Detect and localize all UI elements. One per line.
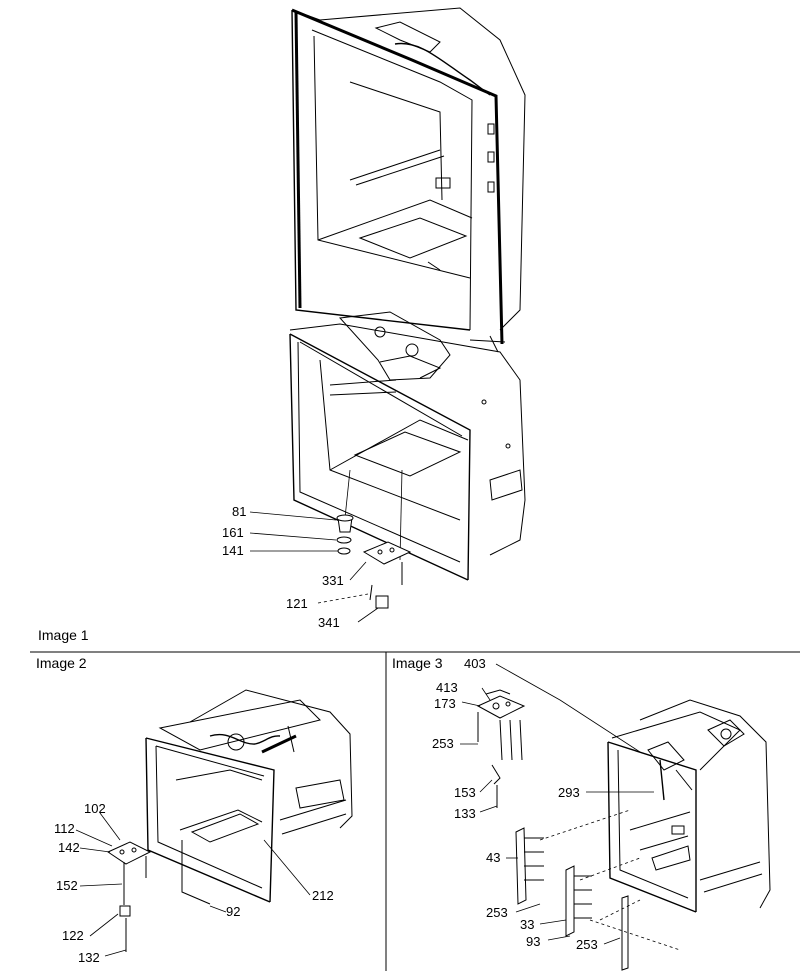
image2-drawing [75, 689, 353, 957]
part-label-132: 132 [78, 950, 100, 965]
part-label-122: 122 [62, 928, 84, 943]
part-label-413: 413 [436, 680, 458, 695]
part-label-33: 33 [520, 917, 534, 932]
part-label-153: 153 [454, 785, 476, 800]
part-label-81: 81 [232, 504, 246, 519]
part-label-92: 92 [226, 904, 240, 919]
image3-drawing [460, 663, 771, 971]
part-label-152: 152 [56, 878, 78, 893]
part-label-161: 161 [222, 525, 244, 540]
part-label-142: 142 [58, 840, 80, 855]
part-label-212: 212 [312, 888, 334, 903]
image1-drawing [249, 7, 526, 623]
part-label-173: 173 [434, 696, 456, 711]
part-label-141: 141 [222, 543, 244, 558]
caption-image-2: Image 2 [36, 655, 87, 671]
part-label-253-mid: 253 [486, 905, 508, 920]
part-label-121: 121 [286, 596, 308, 611]
part-label-112: 112 [54, 821, 75, 836]
panel-dividers [30, 651, 800, 971]
part-label-293: 293 [558, 785, 580, 800]
part-label-43: 43 [486, 850, 500, 865]
part-label-133: 133 [454, 806, 476, 821]
part-label-403: 403 [464, 656, 486, 671]
image2-labels: 102 112 142 152 122 132 92 212 [54, 801, 334, 965]
part-label-93: 93 [526, 934, 540, 949]
part-label-253-bottom: 253 [576, 937, 598, 952]
part-label-102: 102 [84, 801, 106, 816]
image3-labels: 403 413 173 253 153 133 293 43 253 33 93… [432, 656, 598, 952]
part-label-341: 341 [318, 615, 340, 630]
part-label-331: 331 [322, 573, 344, 588]
captions: Image 1 Image 2 Image 3 [36, 627, 443, 671]
caption-image-1: Image 1 [38, 627, 89, 643]
part-label-253-top: 253 [432, 736, 454, 751]
image1-labels: 81 161 141 331 121 341 [222, 504, 344, 630]
caption-image-3: Image 3 [392, 655, 443, 671]
